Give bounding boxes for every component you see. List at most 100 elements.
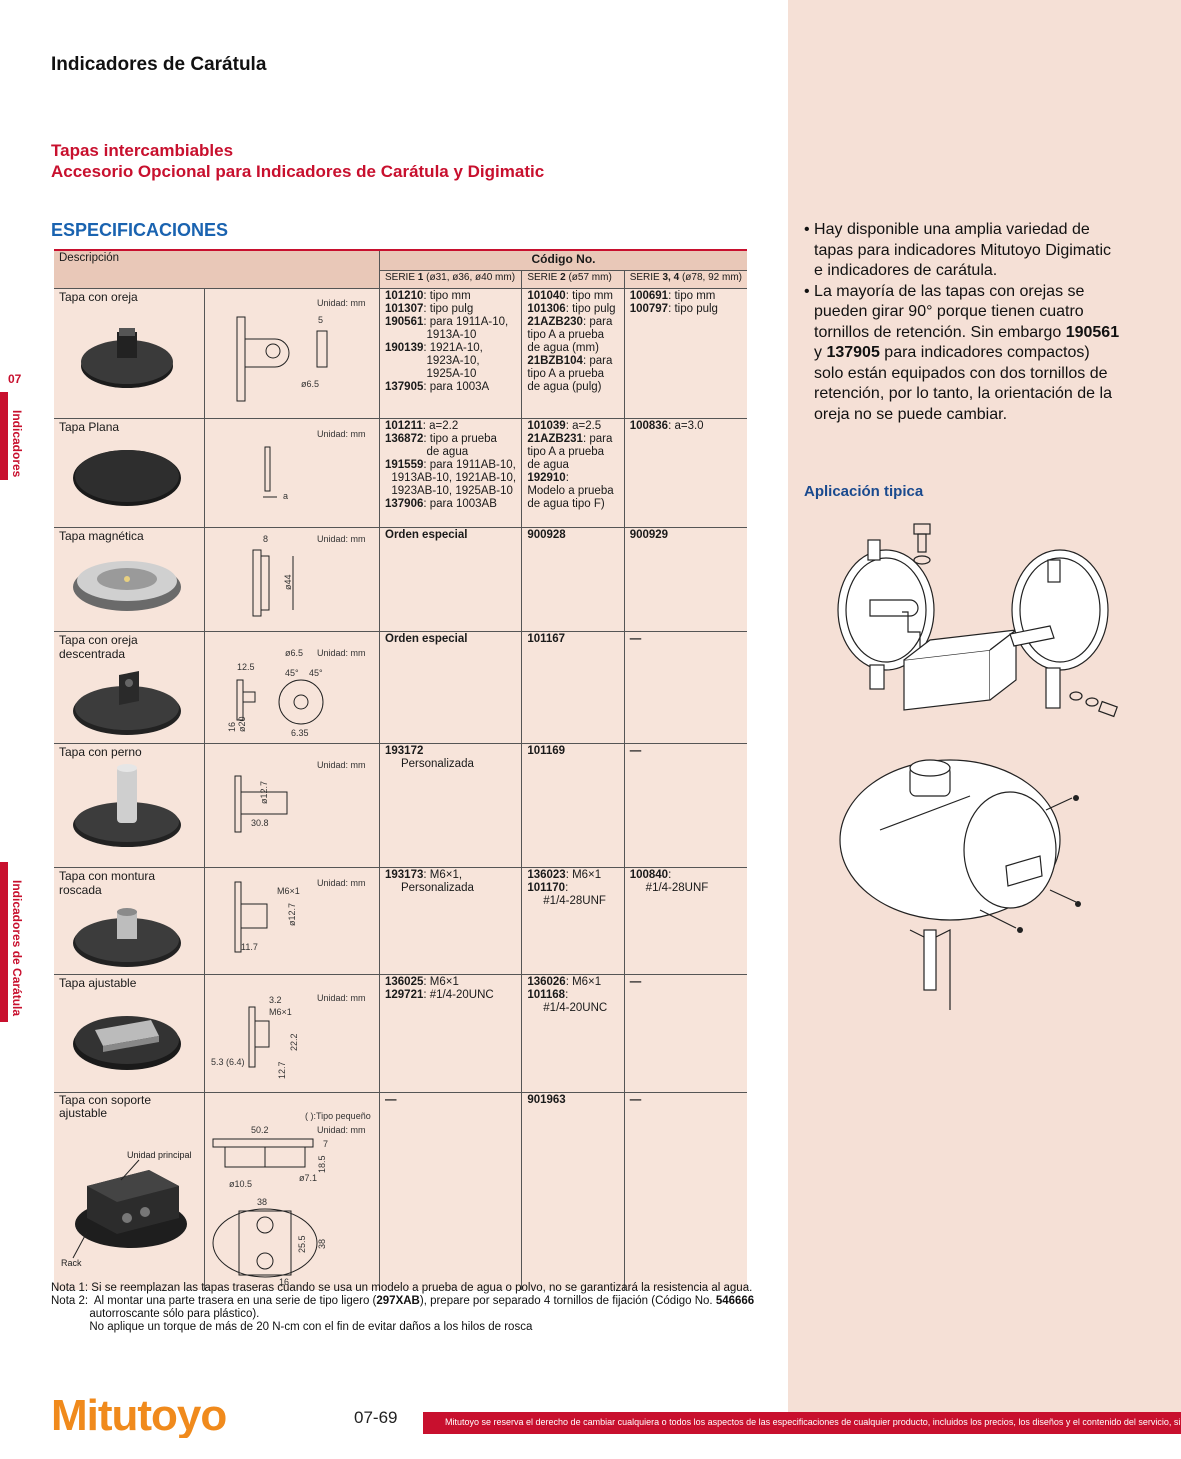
- row-drawing: 3.2 Unidad: mm M6×1 22.2 12.7 5.3 (6.4): [204, 973, 380, 1092]
- row-desc-text: Tapa Plana: [59, 419, 120, 434]
- dim-text: 3.2: [269, 995, 282, 1005]
- dim-text: ø6.5: [301, 379, 319, 389]
- series-3-codes: —: [624, 630, 747, 743]
- lug-cap-photo: [81, 327, 173, 388]
- dim-text: ø10.5: [229, 1179, 252, 1189]
- dim-text: 45°: [285, 668, 299, 678]
- series-3-codes: —: [624, 1091, 747, 1290]
- dim-text: ø12.7: [259, 780, 269, 803]
- row-drawing: Unidad: mm M6×1 ø12.7 11.7: [204, 866, 380, 974]
- row-desc-text: Tapa con perno: [59, 744, 142, 759]
- table-row: Tapa con soporte ajustable Unidad princi…: [54, 1091, 747, 1290]
- header-series-2: SERIE 2 (ø57 mm): [521, 269, 625, 288]
- header-series-1: SERIE 1 (ø31, ø36, ø40 mm): [379, 269, 523, 288]
- series-1-codes: Orden especial: [379, 630, 523, 743]
- series-1-codes: 101210: tipo mm 101307: tipo pulg 190561…: [379, 287, 523, 418]
- note-line: No aplique un torque de más de 20 N-cm c…: [51, 1321, 533, 1333]
- dim-text: 25.5: [297, 1235, 307, 1253]
- note-line: Nota 1: Si se reemplazan las tapas trase…: [51, 1282, 753, 1294]
- dim-text: ( ):Tipo pequeño: [305, 1111, 371, 1121]
- series-3-codes: 900929: [624, 526, 747, 631]
- series-1-codes: 101211: a=2.2 136872: tipo a prueba de a…: [379, 417, 523, 527]
- series-2-codes: 900928: [521, 526, 625, 631]
- flat-cap-photo: [73, 449, 181, 506]
- code-note: Personalizada: [385, 757, 474, 770]
- page-title: Indicadores de Carátula: [51, 54, 267, 75]
- row-desc-text: Tapa magnética: [59, 528, 144, 543]
- row-description: Tapa con oreja: [54, 287, 205, 418]
- bullet-item: • La mayoría de las tapas con orejas se …: [804, 282, 1120, 423]
- unit-label: Unidad: mm: [317, 1125, 366, 1135]
- header-description: Descripción: [54, 249, 380, 270]
- stud-cap-photo: [73, 763, 181, 847]
- series-3-codes: 100691: tipo mm 100797: tipo pulg: [624, 287, 747, 418]
- table-row: Tapa con oreja Unidad: mm 5 ø6.5 101210:…: [54, 287, 747, 418]
- unit-label: Unidad: mm: [317, 878, 366, 888]
- dim-text: 16: [279, 1277, 289, 1287]
- code: —: [629, 632, 642, 645]
- dim-text: 7: [323, 1139, 328, 1149]
- notes: Nota 1: Si se reemplazan las tapas trase…: [51, 1282, 754, 1334]
- dim-text: 11.7: [241, 942, 258, 952]
- table-row: Tapa con oreja descentrada ø6.5 Unidad: …: [54, 630, 747, 743]
- code: 900929: [629, 528, 669, 541]
- row-description: Tapa ajustable: [54, 973, 205, 1092]
- bullet-list: • Hay disponible una amplia variedad de …: [802, 220, 1122, 425]
- series-3-codes: —: [624, 742, 747, 867]
- unit-label: Unidad: mm: [317, 648, 366, 658]
- row-desc-text: Tapa con montura roscada: [59, 868, 156, 897]
- page-number: 07-69: [354, 1408, 398, 1427]
- series-2-codes: 101040: tipo mm 101306: tipo pulg 21AZB2…: [521, 287, 625, 418]
- unit-label: Unidad: mm: [317, 760, 366, 770]
- flat-cap-drawing: Unidad: mm a: [263, 429, 366, 501]
- row-description: Tapa con perno: [54, 742, 205, 867]
- footer-bar: [423, 1412, 1181, 1434]
- code: 137905: [385, 380, 424, 393]
- row-drawing: ø6.5 Unidad: mm 12.5 45° 45° 16 ø20 6.35: [204, 630, 380, 743]
- dim-text: ø20: [237, 716, 247, 732]
- table-row: Tapa Plana Unidad: mm a 101211: a=2.2 13…: [54, 417, 747, 527]
- callout-unidad-principal: Unidad principal: [127, 1150, 192, 1160]
- row-description: Tapa Plana: [54, 417, 205, 527]
- threaded-cap-photo: [73, 907, 181, 967]
- lug-cap-drawing: Unidad: mm 5 ø6.5: [236, 298, 366, 401]
- row-drawing: Unidad: mm 5 ø6.5: [204, 287, 380, 418]
- unit-label: Unidad: mm: [317, 534, 366, 544]
- bullet-text: Hay disponible una amplia variedad de ta…: [814, 221, 1112, 279]
- unit-label: Unidad: mm: [317, 429, 366, 439]
- row-description: Tapa con montura roscada: [54, 866, 205, 974]
- dim-text: 45°: [309, 668, 323, 678]
- code: 101307: [385, 302, 424, 315]
- spec-table: Descripción Código No. SERIE 1 (ø31, ø36…: [54, 249, 747, 1290]
- row-description: Tapa magnética: [54, 526, 205, 631]
- side-bar-1: [0, 392, 8, 480]
- note-line: autorroscante sólo para plástico).: [51, 1308, 260, 1320]
- row-drawing: ( ):Tipo pequeño Unidad: mm 50.2 7 18.5 …: [204, 1091, 380, 1290]
- dim-text: 22.2: [289, 1033, 299, 1051]
- code: 190561: [385, 315, 424, 328]
- dim-text: 12.5: [237, 662, 255, 672]
- dim-text: a: [283, 491, 288, 501]
- dim-text: 5: [318, 315, 323, 325]
- dim-text: 6.35: [291, 728, 309, 738]
- row-desc-text: Tapa con oreja: [59, 289, 138, 304]
- dim-text: 8: [263, 534, 268, 544]
- dim-text: 50.2: [251, 1125, 269, 1135]
- series-2-codes: 101169: [521, 742, 625, 867]
- dim-text: ø44: [283, 574, 293, 590]
- row-description: Tapa con soporte ajustable Unidad princi…: [54, 1091, 205, 1290]
- row-drawing: 8 Unidad: mm ø44: [204, 526, 380, 631]
- code: 193172: [385, 744, 424, 757]
- code: Orden especial: [385, 632, 468, 645]
- side-bar-2: [0, 862, 8, 1022]
- row-drawing: Unidad: mm ø12.7 30.8: [204, 742, 380, 867]
- row-drawing: Unidad: mm a: [204, 417, 380, 527]
- code: 101167: [527, 632, 566, 645]
- offset-lug-cap-photo: [73, 670, 181, 735]
- series-2-codes: 901963: [521, 1091, 625, 1290]
- series-3-codes: —: [624, 973, 747, 1092]
- dim-text: 38: [257, 1197, 267, 1207]
- table-row: Tapa con montura roscada Unidad: mm M6×1…: [54, 866, 747, 974]
- subtitle-line-2: Accesorio Opcional para Indicadores de C…: [51, 162, 545, 181]
- series-1-codes: 193172 Personalizada: [379, 742, 523, 867]
